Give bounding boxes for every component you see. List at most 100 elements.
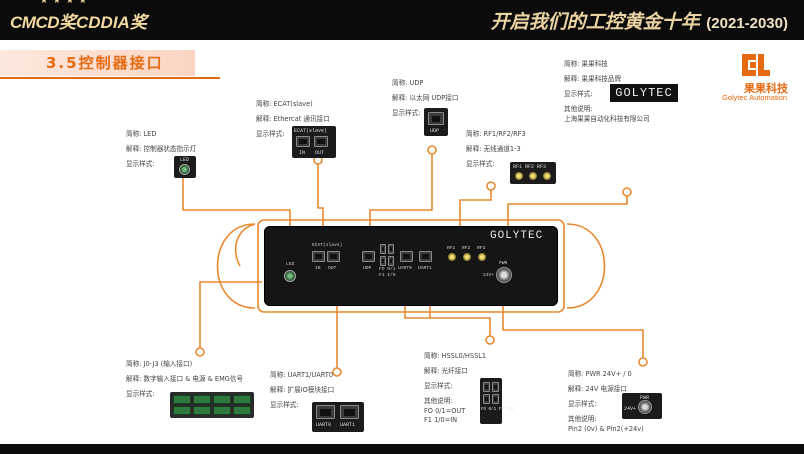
callout-rf: 简称: RF1/RF2/RF3 解释: 无线通道1-3 显示样式: (466, 130, 526, 175)
callout-hssl: 简称: HSSL0/HSSL1 解释: 光纤接口 显示样式: 其他说明: FO … (424, 352, 486, 426)
callout-hssl-other-line2: F1 1/0=IN (424, 416, 458, 425)
left-cap-outline (216, 223, 256, 309)
device-rf1-label: RF1 (447, 246, 456, 251)
callout-ecat-name: 简称: ECAT(slave) (256, 100, 313, 108)
callout-jo: 简称: J0-J3 (输入接口) 解释: 数字输入接口 & 电源 & EMG信号… (126, 360, 243, 405)
pwr-leader-dot (638, 357, 648, 367)
stars-decoration: ★ ★ ★ ★ (40, 0, 88, 6)
callout-brand-style: 显示样式: (564, 89, 593, 98)
thumb-jo-terminal-3 (213, 395, 231, 404)
callout-brand-other-value: 上海果果自动化科技有限公司 (564, 114, 650, 123)
callout-pwr-other-label: 其他说明: (568, 414, 597, 423)
thumb-udp-port (428, 112, 444, 125)
callout-ecat: 简称: ECAT(slave) 解释: Ethercat 通讯接口 显示样式: (256, 100, 330, 145)
section-underline (0, 77, 220, 79)
section-title: 3.5控制器接口 (46, 54, 164, 72)
callout-brand-name: 简称: 果果科技 (564, 60, 608, 68)
callout-brand: 简称: 果果科技 解释: 果果科技品牌 显示样式: 其他说明: 上海果果自动化科… (564, 60, 650, 129)
thumb-jo-terminal-8 (233, 406, 251, 415)
header-bar: ★ ★ ★ ★ CMCD奖 CDDIA奖 开启我们的工控黄金十年 (2021-2… (0, 0, 804, 40)
thumb-hssl-fo-a (483, 382, 490, 392)
callout-jo-desc: 解释: 数字输入接口 & 电源 & EMG信号 (126, 374, 244, 383)
callout-uart-style: 显示样式: (270, 400, 299, 409)
thumb-uart0-port (316, 405, 335, 419)
callout-jo-style: 显示样式: (126, 389, 155, 398)
callout-brand-other-label: 其他说明: (564, 104, 593, 113)
device-uart1-port (419, 251, 432, 262)
thumb-uart1-label: UART1 (340, 422, 356, 428)
callout-ecat-style: 显示样式: (256, 129, 285, 138)
callout-led: 简称: LED 解释: 控制器状态指示灯 显示样式: (126, 130, 196, 175)
device-brand: GOLYTEC (490, 230, 544, 242)
callout-pwr: 简称: PWR 24V+ / 0 解释: 24V 电源接口 显示样式: 其他说明… (568, 370, 644, 434)
slogan-years: (2021-2030) (706, 15, 788, 32)
device-f1-port-b (388, 256, 394, 266)
thumb-rf-label: RF1 RF2 RF3 (513, 164, 547, 170)
thumb-ecat-out-label: OUT (315, 150, 325, 156)
footer-bar (0, 444, 804, 454)
right-cap-outline (566, 223, 606, 309)
cddia-logo: CDDIA奖 (76, 13, 147, 32)
thumb-jo-terminal-6 (193, 406, 211, 415)
device-pwr-connector (496, 267, 512, 283)
golytec-logo-icon (742, 54, 770, 76)
callout-hssl-other-label: 其他说明: (424, 396, 453, 405)
thumb-hssl-f1-a (483, 394, 490, 404)
thumb-jo-terminal-5 (173, 406, 191, 415)
device-ecat-label: ECAT(slave) (312, 243, 343, 248)
thumb-ecat-in-label: IN (299, 150, 306, 156)
rf-leader (459, 186, 492, 246)
brand-name-cn: 果果科技 (744, 82, 788, 95)
uart-leader-dot (332, 367, 342, 377)
controller-device (264, 226, 558, 306)
udp-leader-dot (427, 145, 437, 155)
callout-led-style: 显示样式: (126, 159, 155, 168)
device-led-label: LED (286, 262, 295, 267)
callout-jo-name: 简称: J0-J3 (输入接口) (126, 360, 193, 368)
callout-uart: 简称: UART1/UART0 解释: 扩展IO模块接口 显示样式: (270, 371, 334, 416)
thumb-ecat-out-port (314, 136, 328, 147)
thumb-jo-terminal-4 (233, 395, 251, 404)
thumb-golytec: GOLYTEC (610, 84, 678, 102)
callout-udp-style: 显示样式: (392, 108, 421, 117)
callout-led-name: 简称: LED (126, 130, 157, 138)
thumb-hssl-label: FO 0/1 F1 I/O (481, 408, 514, 412)
thumb-rf3-icon (543, 172, 551, 180)
callout-rf-style: 显示样式: (466, 159, 495, 168)
callout-hssl-name: 简称: HSSL0/HSSL1 (424, 352, 487, 360)
device-rf3-label: RF3 (477, 246, 486, 251)
rf-leader-dot (486, 181, 496, 191)
device-ecat-in-port (312, 251, 325, 262)
device-uart1-label: UART1 (418, 266, 432, 271)
device-rf2-label: RF2 (462, 246, 471, 251)
thumb-pwr-side-label: 24V+ (624, 406, 637, 412)
header-slogan: 开启我们的工控黄金十年 (2021-2030) (491, 7, 788, 34)
device-udp-label: UDP (363, 266, 372, 271)
thumb-pwr-label: PWR (640, 395, 650, 401)
jo-leader (199, 281, 262, 352)
callout-rf-desc: 解释: 无线通道1-3 (466, 144, 521, 153)
callout-hssl-style: 显示样式: (424, 381, 453, 390)
callout-pwr-style: 显示样式: (568, 399, 597, 408)
thumb-pwr-connector-icon (638, 400, 652, 414)
callout-uart-desc: 解释: 扩展IO模块接口 (270, 385, 335, 394)
device-pwr-label: PWR (499, 261, 508, 266)
device-f1-label: F1 I/O (379, 273, 396, 278)
thumb-hssl-f1-b (492, 394, 499, 404)
device-fo-port-b (388, 244, 394, 254)
device-rf1-connector (448, 253, 456, 261)
device-rf3-connector (478, 253, 486, 261)
device-outline (257, 219, 565, 313)
device-led-icon (284, 270, 296, 282)
device-pwr-side-label: 24V+ (483, 273, 495, 278)
thumb-uart0-label: UART0 (316, 422, 332, 428)
brand-leader-dot (622, 187, 632, 197)
callout-pwr-desc: 解释: 24V 电源接口 (568, 384, 627, 393)
thumb-led-label: LED (180, 157, 190, 163)
pwr-leader (502, 286, 644, 362)
thumb-ecat-in-port (296, 136, 310, 147)
callout-udp-name: 简称: UDP (392, 79, 424, 87)
device-udp-port (362, 251, 375, 262)
device-ecat-out-port (327, 251, 340, 262)
